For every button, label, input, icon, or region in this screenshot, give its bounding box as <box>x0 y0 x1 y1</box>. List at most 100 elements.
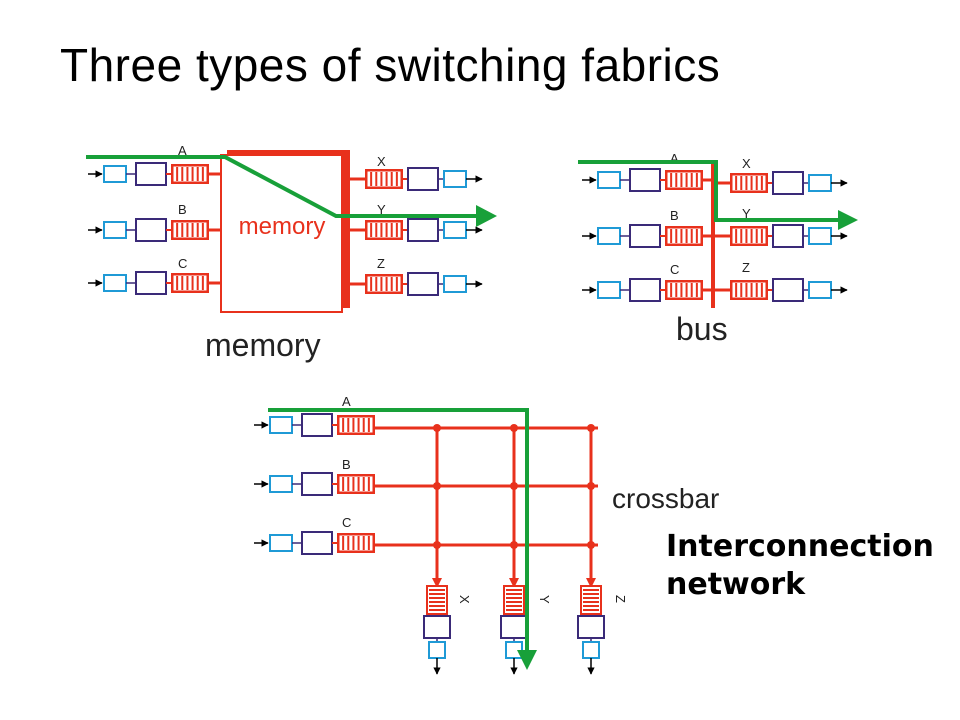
bus-input-c-queue-inner <box>666 281 702 299</box>
bus-input-label-b: B <box>670 208 679 223</box>
crossbar-input-b-blue-port <box>269 475 293 493</box>
memory-output-y-queue-inner <box>366 221 402 239</box>
crossbar-fabric: A B C X Y Z crossbar <box>254 394 719 675</box>
memory-inner-label: memory <box>239 213 326 240</box>
crossbar-output-label-x: X <box>457 595 472 604</box>
bus-output-ports <box>713 171 848 302</box>
crossbar-output-label-z: Z <box>613 595 628 603</box>
bus-caption: bus <box>676 311 728 347</box>
crossbar-input-c-queue <box>337 533 375 553</box>
crossbar-output-y-tip <box>509 578 519 588</box>
crossbar-output-label-y: Y <box>537 595 552 604</box>
bus-packet-path <box>578 160 840 222</box>
crossbar-input-a-purple-port <box>301 413 333 437</box>
memory-output-x-queue-inner <box>366 170 402 188</box>
crossbar-junctions <box>433 424 595 549</box>
crossbar-packet-arrowhead <box>517 650 537 670</box>
crossbar-junction-0-1 <box>510 424 518 432</box>
bus-fabric: A B C X Y Z bus <box>578 151 858 347</box>
bus-input-b-queue-inner <box>666 227 702 245</box>
crossbar-output-x-purple-port <box>423 615 451 639</box>
memory-output-label-z: Z <box>377 256 385 271</box>
bus-output-label-y: Y <box>742 206 751 221</box>
crossbar-input-b-queue-inner <box>338 475 374 493</box>
bus-input-b-blue-port <box>597 227 621 245</box>
memory-output-y-blue-port <box>443 221 467 239</box>
crossbar-output-z-tip <box>586 578 596 588</box>
memory-output-y-purple-port <box>407 218 439 242</box>
crossbar-output-z-purple-port <box>577 615 605 639</box>
crossbar-output-ports <box>423 545 605 675</box>
bus-output-x-queue-inner <box>731 174 767 192</box>
memory-output-ports <box>342 167 483 296</box>
memory-input-c-purple-port <box>135 271 167 295</box>
memory-caption: memory <box>205 327 321 363</box>
slide-title: Three types of switching fabrics <box>60 39 721 91</box>
memory-input-b-purple-port <box>135 218 167 242</box>
crossbar-output-z-blue-port <box>582 641 600 659</box>
memory-output-x-blue-port <box>443 170 467 188</box>
crossbar-input-label-c: C <box>342 515 351 530</box>
crossbar-input-c-purple-port <box>301 531 333 555</box>
bus-output-z-queue-inner <box>731 281 767 299</box>
crossbar-input-a-queue-inner <box>338 416 374 434</box>
memory-input-label-b: B <box>178 202 187 217</box>
bus-input-a-queue-inner <box>666 171 702 189</box>
crossbar-packet-path <box>268 408 529 652</box>
memory-box <box>220 154 343 313</box>
memory-input-label-a: A <box>178 143 187 158</box>
crossbar-input-label-a: A <box>342 394 351 409</box>
memory-input-a-queue-inner <box>172 165 208 183</box>
memory-fabric: memory A B C X Y Z memory <box>86 143 497 363</box>
crossbar-input-b-purple-port <box>301 472 333 496</box>
memory-input-label-c: C <box>178 256 187 271</box>
memory-packet-path <box>86 155 478 218</box>
crossbar-output-x-blue-port <box>428 641 446 659</box>
bus-output-label-z: Z <box>742 260 750 275</box>
crossbar-junction-0-0 <box>433 424 441 432</box>
memory-output-z-purple-port <box>407 272 439 296</box>
crossbar-junction-1-0 <box>433 482 441 490</box>
crossbar-input-b-queue <box>337 474 375 494</box>
memory-output-label-x: X <box>377 154 386 169</box>
crossbar-input-ports <box>254 413 375 555</box>
memory-output-label-y: Y <box>377 202 386 217</box>
memory-input-c-queue-inner <box>172 274 208 292</box>
bus-input-label-c: C <box>670 262 679 277</box>
crossbar-caption: crossbar <box>612 483 719 514</box>
bus-output-y-queue-inner <box>731 227 767 245</box>
bus-packet-arrowhead <box>838 210 858 230</box>
bus-output-z-blue-port <box>808 281 832 299</box>
bus-output-y-blue-port <box>808 227 832 245</box>
memory-input-c-blue-port <box>103 274 127 292</box>
memory-input-b-blue-port <box>103 221 127 239</box>
crossbar-input-label-b: B <box>342 457 351 472</box>
bus-input-a-purple-port <box>629 168 661 192</box>
crossbar-input-c-queue-inner <box>338 534 374 552</box>
bus-output-y-purple-port <box>772 224 804 248</box>
bus-output-z-purple-port <box>772 278 804 302</box>
crossbar-input-a-queue <box>337 415 375 435</box>
bus-input-label-a: A <box>670 151 679 166</box>
crossbar-input-a-blue-port <box>269 416 293 434</box>
bus-input-a-blue-port <box>597 171 621 189</box>
crossbar-junction-0-2 <box>587 424 595 432</box>
memory-input-b-queue-inner <box>172 221 208 239</box>
bus-input-b-purple-port <box>629 224 661 248</box>
interconnection-network-note: Interconnection network <box>666 529 934 602</box>
memory-output-x-purple-port <box>407 167 439 191</box>
crossbar-output-y-purple-port <box>500 615 528 639</box>
memory-packet-arrowhead <box>476 205 497 227</box>
memory-output-z-blue-port <box>443 275 467 293</box>
crossbar-output-x-tip <box>432 578 442 588</box>
bus-output-x-blue-port <box>808 174 832 192</box>
bus-input-c-blue-port <box>597 281 621 299</box>
memory-input-ports <box>88 162 221 295</box>
bus-input-ports <box>582 168 713 302</box>
bus-output-x-purple-port <box>772 171 804 195</box>
crossbar-junction-1-2 <box>587 482 595 490</box>
memory-output-z-queue-inner <box>366 275 402 293</box>
crossbar-input-c-blue-port <box>269 534 293 552</box>
memory-input-a-blue-port <box>103 165 127 183</box>
